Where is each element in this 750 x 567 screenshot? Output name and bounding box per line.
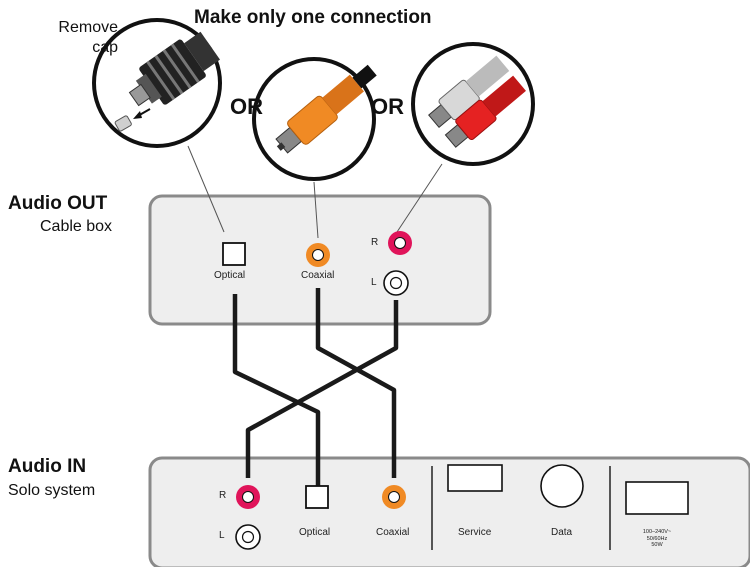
or-label-2: OR bbox=[371, 94, 404, 119]
optical-port[interactable] bbox=[222, 242, 246, 266]
service-port[interactable] bbox=[447, 464, 503, 492]
power-rating-label: 100–240V~ 50/60Hz 50W bbox=[627, 529, 687, 549]
service-port-label: Service bbox=[458, 527, 492, 538]
cable-box-label: Cable box bbox=[40, 218, 113, 235]
remove-cap-line2: cap bbox=[92, 39, 118, 56]
rca-right-port-in[interactable] bbox=[236, 485, 260, 509]
solo-system-panel bbox=[148, 456, 750, 567]
power-voltage: 100–240V~ bbox=[642, 529, 672, 535]
audio-out-heading: Audio OUT bbox=[8, 193, 108, 214]
data-port-label: Data bbox=[551, 527, 573, 538]
rca-left-label: L bbox=[371, 277, 377, 288]
coaxial-port-in[interactable] bbox=[382, 485, 406, 509]
rca-left-port-in[interactable] bbox=[235, 524, 261, 550]
rca-left-port[interactable] bbox=[383, 270, 409, 296]
callout-leaders bbox=[187, 145, 443, 239]
analog-cable bbox=[245, 300, 399, 478]
rca-plug-pair-icon bbox=[411, 42, 535, 166]
power-frequency: 50/60Hz bbox=[646, 535, 668, 542]
optical-plug-icon bbox=[92, 18, 222, 148]
power-socket[interactable] bbox=[625, 481, 689, 515]
page-title: Make only one connection bbox=[194, 7, 432, 28]
power-wattage: 50W bbox=[651, 542, 663, 548]
solo-system-label: Solo system bbox=[8, 482, 96, 499]
optical-port-in[interactable] bbox=[305, 485, 329, 509]
remove-cap-line1: Remove bbox=[58, 19, 118, 36]
coaxial-port-label: Coaxial bbox=[301, 270, 335, 281]
or-label-1: OR bbox=[230, 94, 263, 119]
coaxial-plug-icon bbox=[252, 57, 377, 181]
coaxial-port-label-in: Coaxial bbox=[376, 527, 410, 538]
rca-right-label-in: R bbox=[219, 490, 227, 501]
optical-port-label: Optical bbox=[214, 270, 246, 281]
audio-cables bbox=[232, 288, 399, 486]
optical-cable bbox=[232, 294, 321, 486]
remove-cap-label: Remove cap bbox=[24, 18, 118, 58]
optical-port-label-in: Optical bbox=[299, 527, 331, 538]
rca-right-label: R bbox=[371, 237, 379, 248]
audio-in-heading: Audio IN bbox=[8, 456, 87, 477]
coaxial-port[interactable] bbox=[306, 243, 330, 267]
rca-right-port[interactable] bbox=[388, 231, 412, 255]
rca-left-label-in: L bbox=[219, 530, 225, 541]
data-port[interactable] bbox=[540, 464, 584, 508]
